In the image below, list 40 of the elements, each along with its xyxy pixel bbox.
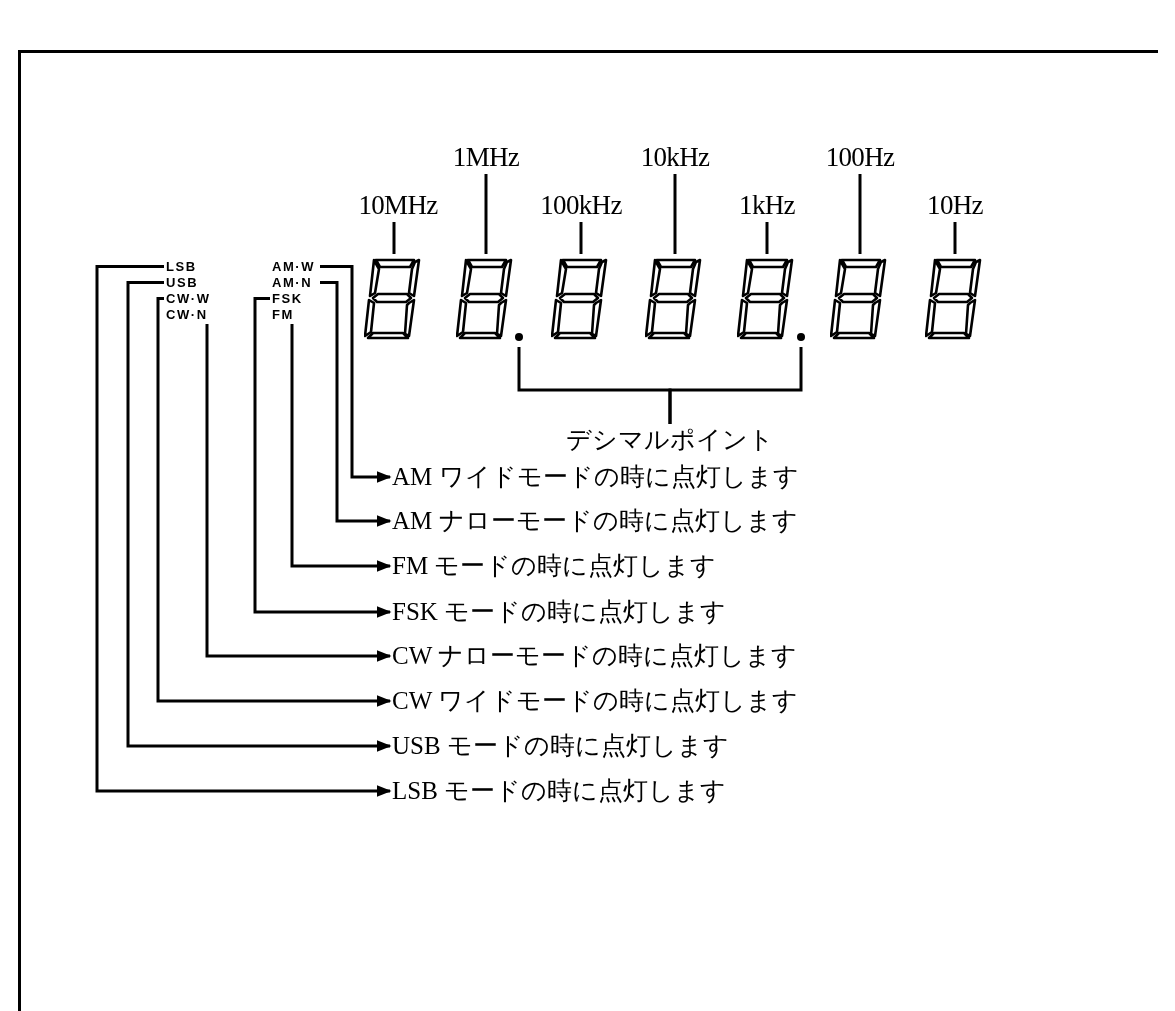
frequency-label: 1kHz <box>707 188 827 222</box>
leader-line <box>392 222 396 254</box>
mode-indicator-label: AM·N <box>272 275 318 290</box>
frequency-label: 100Hz <box>800 140 920 174</box>
explanation-text: LSB モードの時に点灯します <box>392 775 832 807</box>
leader-line <box>126 281 392 752</box>
leader-line <box>320 281 392 527</box>
frequency-label: 100kHz <box>521 188 641 222</box>
explanation-text: CW ワイドモードの時に点灯します <box>392 685 832 717</box>
mode-indicator-label: USB <box>166 275 210 290</box>
leader-line <box>673 174 677 254</box>
decimal-point-label: デシマルポイント <box>560 424 780 456</box>
leader-line <box>484 174 488 254</box>
leader-line <box>953 222 957 254</box>
leader-line <box>290 324 392 572</box>
explanation-text: FM モードの時に点灯します <box>392 550 832 582</box>
leader-line <box>253 297 392 618</box>
mode-indicator-label: CW·N <box>166 307 210 322</box>
leader-line <box>205 324 392 662</box>
leader-line <box>95 265 392 797</box>
explanation-text: USB モードの時に点灯します <box>392 730 832 762</box>
frequency-label: 1MHz <box>426 140 546 174</box>
mode-indicator-label: CW·W <box>166 291 210 306</box>
mode-indicator-label: FM <box>272 307 318 322</box>
leader-line <box>156 297 392 707</box>
mode-indicator-label: FSK <box>272 291 318 306</box>
leader-line <box>858 174 862 254</box>
leader-line <box>320 265 392 483</box>
explanation-text: CW ナローモードの時に点灯します <box>392 640 832 672</box>
leader-line <box>668 347 803 424</box>
explanation-text: AM ナローモードの時に点灯します <box>392 505 832 537</box>
frequency-label: 10Hz <box>895 188 1015 222</box>
frequency-label: 10MHz <box>338 188 458 222</box>
explanation-text: AM ワイドモードの時に点灯します <box>392 461 832 493</box>
explanation-text: FSK モードの時に点灯します <box>392 596 832 628</box>
leader-line <box>579 222 583 254</box>
mode-indicator-label: AM·W <box>272 259 318 274</box>
mode-indicator-label: LSB <box>166 259 210 274</box>
frequency-label: 10kHz <box>615 140 735 174</box>
leader-line <box>765 222 769 254</box>
